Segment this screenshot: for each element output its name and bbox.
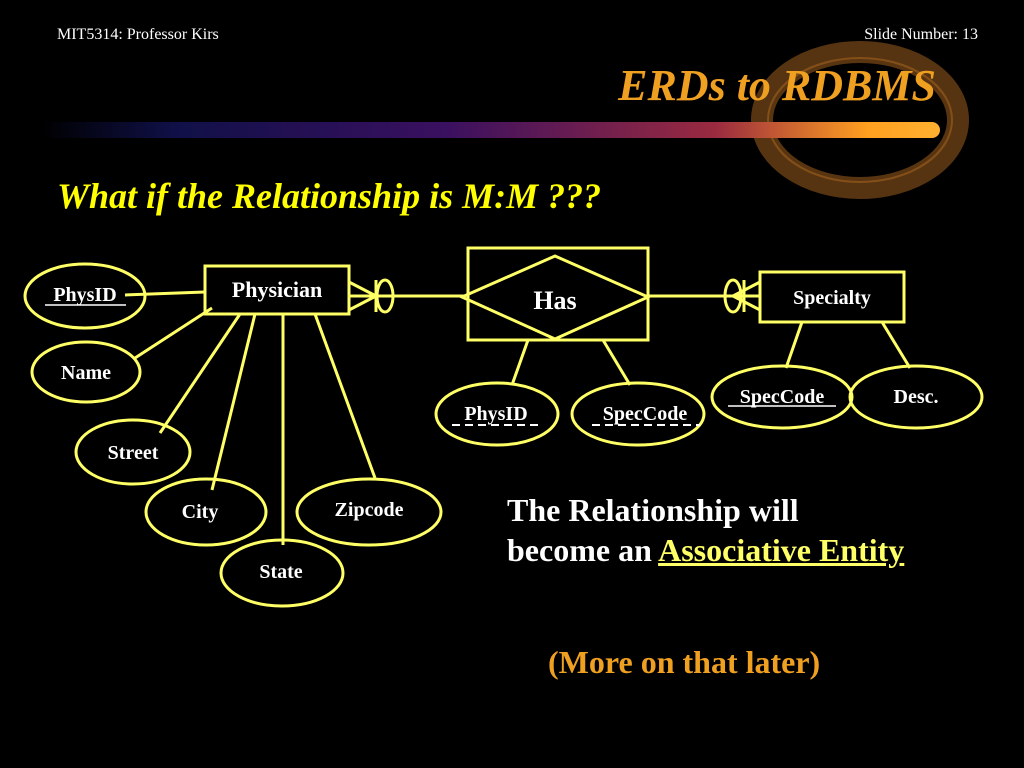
desc-label: Desc. — [894, 386, 939, 408]
physician-label: Physician — [232, 277, 322, 302]
title-bar — [40, 122, 940, 138]
has-label: Has — [533, 286, 576, 315]
zipcode-label: Zipcode — [335, 499, 404, 521]
note-text: The Relationship will become an Associat… — [507, 490, 907, 570]
specialty-box — [758, 270, 906, 324]
attr-city — [144, 477, 268, 547]
more-later-text: (More on that later) — [548, 644, 821, 680]
connector-spec-desc — [880, 321, 912, 369]
crowfoot-physician — [348, 280, 377, 298]
specialty-label: Specialty — [793, 287, 871, 309]
attr-physid — [23, 262, 147, 330]
connector-has-speccode — [601, 339, 632, 386]
connector-has-physid — [510, 339, 530, 386]
decorative-swoosh — [751, 41, 969, 199]
slide-number: Slide Number: 13 — [864, 26, 978, 43]
physid-label: PhysID — [53, 284, 116, 306]
crowfoot-specialty — [732, 280, 761, 298]
attr-has-physid — [434, 381, 560, 447]
associative-entity-link[interactable]: Associative Entity — [658, 532, 905, 568]
attr-zipcode — [295, 477, 443, 547]
attr-has-speccode — [570, 381, 706, 447]
attr-name — [30, 340, 142, 404]
attr-street — [74, 418, 192, 486]
state-label: State — [259, 561, 302, 583]
attr-speccode — [710, 364, 854, 430]
city-label: City — [182, 501, 219, 523]
connector-name — [134, 306, 213, 360]
physician-box — [203, 264, 351, 316]
course-header: MIT5314: Professor Kirs — [57, 26, 219, 43]
attr-desc — [848, 364, 984, 430]
name-label: Name — [61, 362, 111, 384]
has-speccode-label: SpecCode — [603, 403, 688, 425]
connector-city — [210, 313, 257, 491]
connector-physid — [124, 290, 206, 297]
note-line: The Relationship will become an — [507, 492, 799, 568]
slide-title: ERDs to RDBMS — [618, 61, 936, 110]
decorative-swoosh-inner — [767, 57, 953, 183]
speccode-label: SpecCode — [740, 386, 825, 408]
connector-street — [158, 313, 242, 434]
street-label: Street — [108, 442, 159, 464]
slide-subtitle: What if the Relationship is M:M ??? — [57, 176, 602, 216]
optional-circle-specialty — [723, 278, 743, 314]
connector-spec-speccode — [784, 321, 804, 369]
attr-state — [219, 538, 345, 608]
optional-circle-physician — [375, 278, 395, 314]
connector-zipcode — [313, 313, 377, 479]
has-physid-label: PhysID — [464, 403, 527, 425]
